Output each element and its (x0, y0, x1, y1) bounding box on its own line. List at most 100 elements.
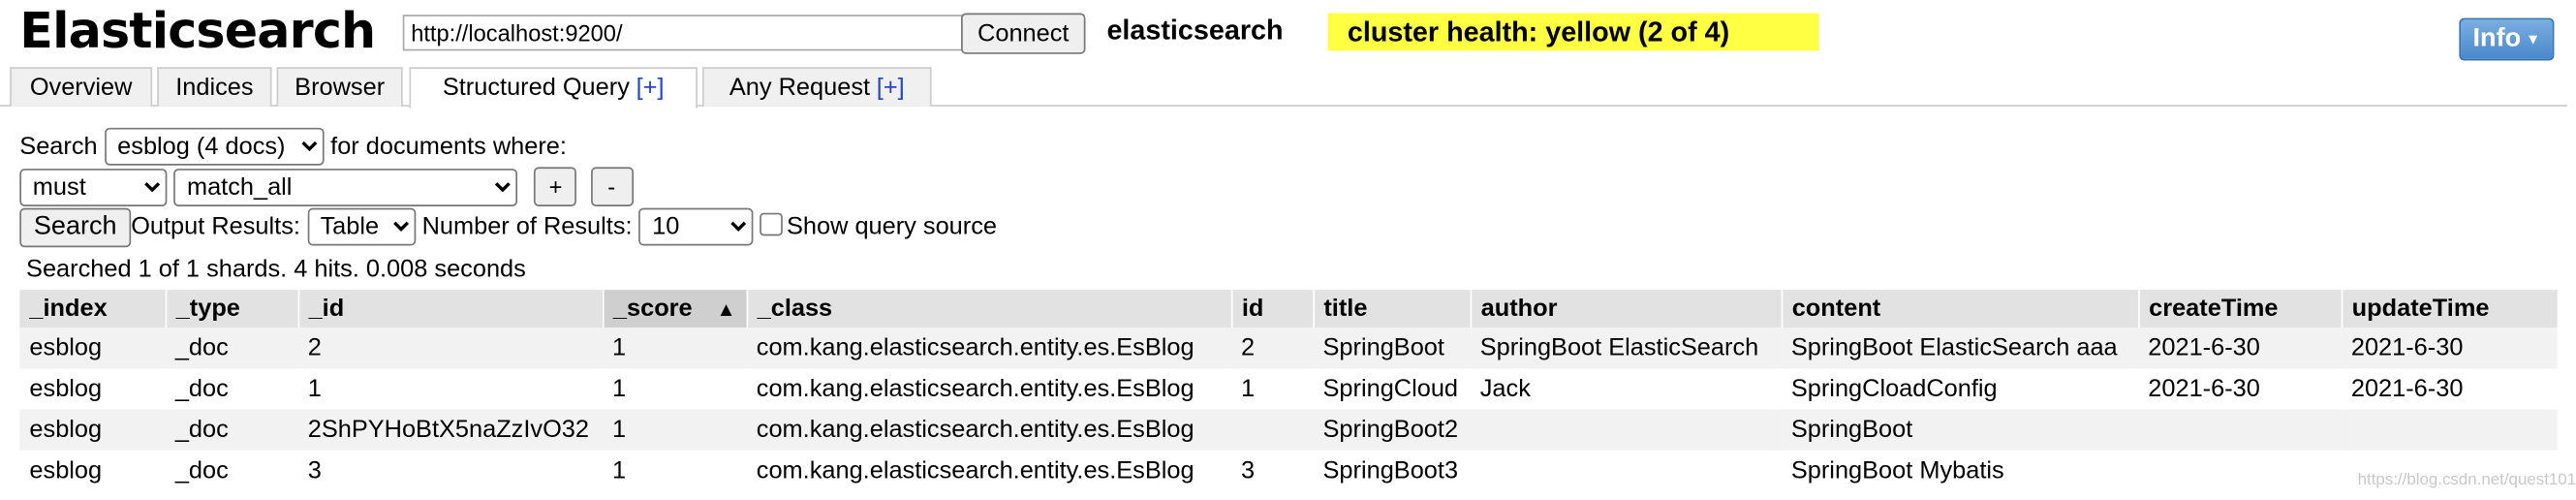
table-cell: 1 (1241, 375, 1256, 403)
tab-indices[interactable]: Indices (157, 67, 272, 107)
add-clause-button[interactable]: + (534, 167, 577, 206)
table-cell: 1 (602, 409, 747, 451)
column-header-index[interactable]: _index (19, 290, 167, 328)
caret-down-icon: ▼ (2526, 30, 2541, 47)
column-header-update-time[interactable]: updateTime (2341, 290, 2559, 328)
table-cell: _doc (165, 328, 298, 369)
header-row: _index _type _id _score▲ _class id title… (19, 290, 2559, 328)
column-header-content[interactable]: content (1781, 290, 2139, 328)
column-header-title[interactable]: title (1313, 290, 1472, 328)
table-cell: SpringBoot ElasticSearch (1470, 328, 1782, 369)
cluster-name: elasticsearch (1106, 15, 1284, 47)
column-header-label: title (1323, 295, 1368, 323)
column-header-doc-id[interactable]: id (1230, 290, 1315, 328)
tab-add-link[interactable]: [+] (876, 74, 905, 102)
table-cell (1230, 409, 1314, 451)
table-cell: 2021-6-30 (2350, 375, 2464, 403)
table-cell: SpringBoot (1313, 328, 1471, 369)
column-header-score[interactable]: _score▲ (602, 290, 748, 328)
clause-select[interactable]: match_all (173, 169, 518, 206)
column-header-label: content (1791, 295, 1881, 323)
table-cell: 2 (297, 328, 603, 369)
table-cell (2138, 409, 2342, 451)
table-cell: SpringBoot ElasticSearch aaa (1781, 328, 2139, 369)
search-button[interactable]: Search (19, 207, 132, 248)
show-query-source-label: Show query source (786, 212, 997, 241)
tab-add-link[interactable]: [+] (636, 74, 665, 102)
tab-structured-query[interactable]: Structured Query[+] (409, 67, 698, 109)
table-cell: esblog (29, 456, 103, 485)
table-cell: 3 (307, 456, 322, 485)
result-count-select[interactable]: 10 (638, 207, 754, 246)
column-header-label: author (1480, 295, 1558, 323)
tab-label: Overview (29, 74, 133, 102)
cluster-url-input[interactable] (402, 15, 963, 51)
table-cell: com.kang.elasticsearch.entity.es.EsBlog (756, 375, 1195, 403)
tab-label: Browser (295, 74, 386, 102)
table-cell: 2021-6-30 (2138, 328, 2342, 369)
table-cell: 2021-6-30 (2148, 375, 2260, 403)
table-cell: com.kang.elasticsearch.entity.es.EsBlog (746, 328, 1231, 369)
remove-clause-button[interactable]: - (590, 167, 634, 206)
table-cell (2138, 451, 2342, 491)
search-label: Search (19, 132, 98, 161)
column-header-id[interactable]: _id (297, 290, 604, 328)
output-format-select[interactable]: Table (306, 207, 416, 246)
table-cell: 2021-6-30 (2341, 328, 2558, 369)
search-row: Search esblog (4 docs) for documents whe… (19, 127, 567, 166)
tab-label: Any Request (729, 74, 871, 102)
number-of-results-label: Number of Results: (421, 212, 633, 241)
column-header-label: _type (175, 295, 240, 323)
table-cell: _doc (174, 375, 229, 403)
search-summary: Searched 1 of 1 shards. 4 hits. 0.008 se… (26, 255, 526, 284)
table-cell: esblog (29, 375, 103, 403)
table-cell: SpringBoot2 (1313, 409, 1471, 451)
table-cell: 2ShPYHoBtX5naZzIvO32 (297, 409, 603, 451)
watermark: https://blog.csdn.net/quest101 (2357, 471, 2576, 490)
column-header-label: _index (29, 295, 108, 323)
column-header-create-time[interactable]: createTime (2138, 290, 2343, 328)
table-cell (1471, 451, 1782, 491)
table-cell: SpringBoot Mybatis (1790, 456, 2004, 485)
table-cell: 1 (602, 328, 747, 369)
table-cell: com.kang.elasticsearch.entity.es.EsBlog (746, 409, 1231, 451)
table-cell (2341, 409, 2558, 451)
column-header-class[interactable]: _class (746, 290, 1232, 328)
table-cell: SpringBoot (1781, 409, 2139, 451)
clause-row: must match_all + - (19, 167, 634, 206)
table-cell (1470, 409, 1782, 451)
column-header-label: _score (612, 295, 693, 323)
tab-bar: Overview Indices Browser Structured Quer… (0, 64, 2567, 109)
show-query-source-checkbox[interactable] (760, 212, 784, 236)
tab-browser[interactable]: Browser (276, 67, 403, 107)
table-cell: Jack (1479, 375, 1531, 403)
column-header-label: updateTime (2351, 295, 2490, 323)
table-cell: 2 (1230, 328, 1314, 369)
tab-label: Structured Query (442, 74, 630, 102)
tab-overview[interactable]: Overview (10, 67, 153, 107)
table-cell: 1 (612, 456, 627, 485)
table-cell: _doc (174, 456, 229, 485)
index-select[interactable]: esblog (4 docs) (104, 127, 325, 166)
table-cell: 1 (307, 375, 322, 403)
column-header-label: id (1241, 295, 1264, 323)
table-cell: SpringBoot3 (1322, 456, 1459, 485)
column-header-author[interactable]: author (1470, 290, 1783, 328)
column-header-type[interactable]: _type (165, 290, 299, 328)
connect-button[interactable]: Connect (961, 13, 1086, 54)
table-cell: SpringCloadConfig (1790, 375, 1998, 403)
column-header-label: _id (308, 295, 345, 323)
table-row[interactable]: esblog _doc 1 1 com.kang.elasticsearch.entit… (19, 368, 2558, 409)
output-results-label: Output Results: (131, 212, 300, 241)
info-menu-button[interactable]: Info▼ (2459, 17, 2555, 61)
table-cell: 3 (1241, 456, 1256, 485)
bool-select[interactable]: must (19, 169, 168, 206)
header-bar: Elasticsearch Connect elasticsearch clus… (0, 0, 2567, 66)
for-documents-label: for documents where: (330, 132, 567, 161)
tab-any-request[interactable]: Any Request[+] (702, 67, 932, 107)
table-cell: esblog (19, 409, 166, 451)
